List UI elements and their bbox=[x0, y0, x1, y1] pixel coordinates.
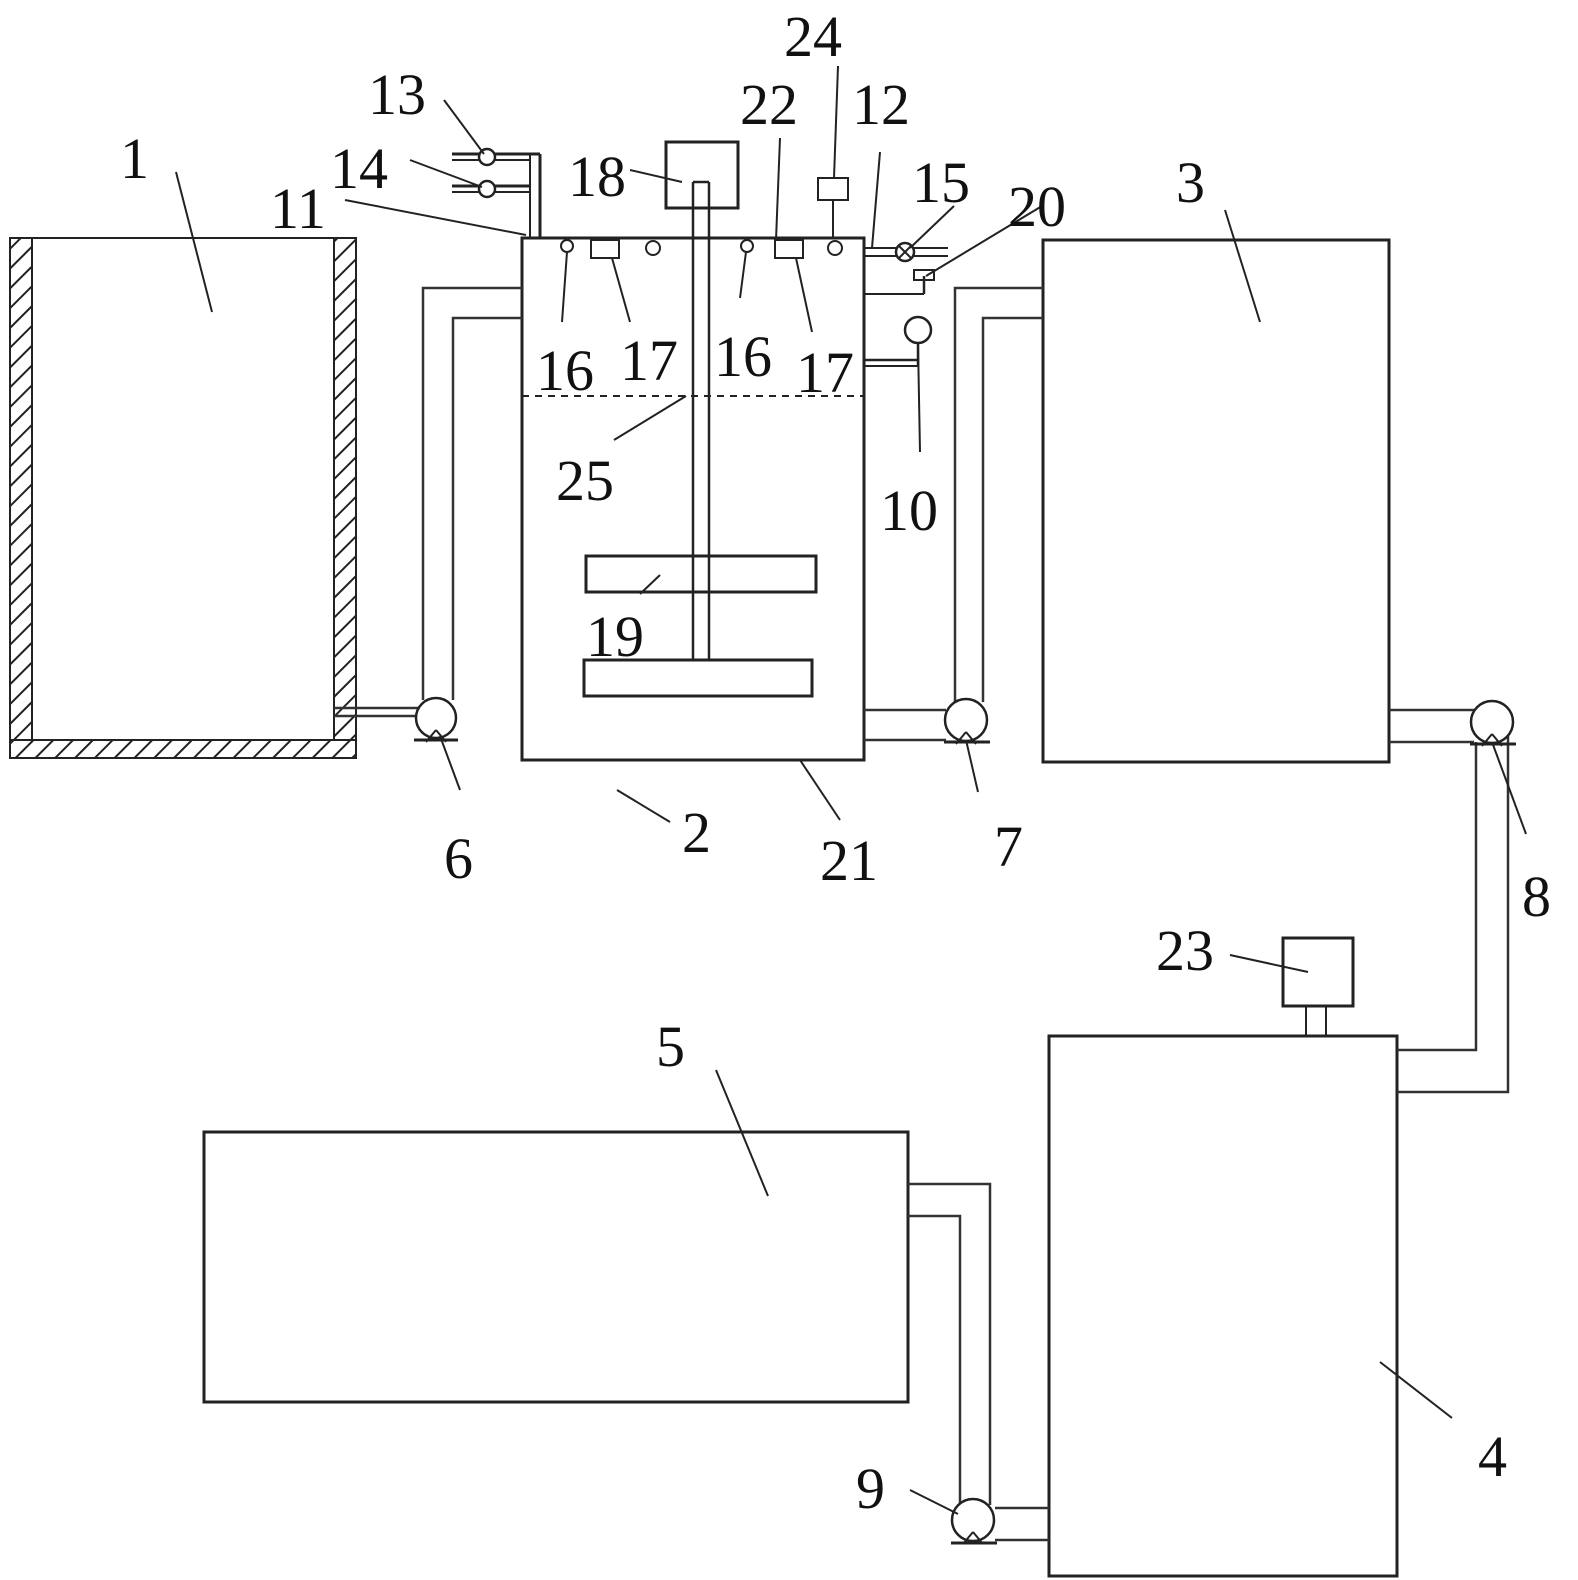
pump-9 bbox=[950, 1497, 996, 1543]
pump-6 bbox=[414, 696, 458, 740]
gas-inlet-lines bbox=[452, 147, 542, 238]
tank-3 bbox=[1041, 238, 1391, 764]
sensor-24 bbox=[817, 177, 849, 238]
label-7: 7 bbox=[994, 814, 1023, 879]
part-labels: 1 2 3 4 5 6 7 8 9 10 11 12 13 14 15 16 1… bbox=[120, 4, 1551, 1521]
label-25: 25 bbox=[556, 448, 614, 513]
tank-1 bbox=[9, 237, 357, 759]
probe-17-right bbox=[774, 239, 804, 259]
label-23: 23 bbox=[1156, 918, 1214, 983]
impeller-upper bbox=[584, 554, 818, 594]
sensor-16-right bbox=[740, 239, 754, 253]
pump-7 bbox=[943, 697, 989, 743]
label-17-right: 17 bbox=[796, 340, 854, 405]
label-8: 8 bbox=[1522, 864, 1551, 929]
tank-4 bbox=[1047, 936, 1399, 1578]
label-6: 6 bbox=[444, 826, 473, 891]
label-3: 3 bbox=[1176, 150, 1205, 215]
gauge-10 bbox=[864, 315, 933, 367]
outlet-pipe-12 bbox=[864, 241, 948, 263]
sensor-16-left bbox=[560, 239, 574, 253]
pipe-pump-9 bbox=[908, 1182, 1049, 1545]
pipe-pump-6 bbox=[334, 286, 522, 743]
pump-8 bbox=[1469, 699, 1515, 745]
label-4: 4 bbox=[1478, 1424, 1507, 1489]
label-13: 13 bbox=[368, 62, 426, 127]
device-23 bbox=[1281, 936, 1355, 1008]
label-5: 5 bbox=[656, 1014, 685, 1079]
label-9: 9 bbox=[856, 1456, 885, 1521]
label-19: 19 bbox=[586, 604, 644, 669]
label-21: 21 bbox=[820, 828, 878, 893]
label-10: 10 bbox=[880, 478, 938, 543]
leader-lines bbox=[175, 65, 1527, 1515]
label-18: 18 bbox=[568, 144, 626, 209]
label-16-left: 16 bbox=[536, 338, 594, 403]
label-20: 20 bbox=[1008, 174, 1066, 239]
pipe-pump-8 bbox=[1389, 699, 1516, 1094]
label-14: 14 bbox=[330, 136, 388, 201]
label-12: 12 bbox=[852, 72, 910, 137]
label-24: 24 bbox=[784, 4, 842, 69]
port-circle bbox=[645, 240, 661, 256]
valve-14 bbox=[477, 179, 497, 199]
label-17-left: 17 bbox=[620, 328, 678, 393]
label-2: 2 bbox=[682, 800, 711, 865]
label-15: 15 bbox=[912, 150, 970, 215]
motor-18 bbox=[664, 140, 740, 210]
label-22: 22 bbox=[740, 72, 798, 137]
pipe-pump-7 bbox=[864, 286, 1043, 745]
sensor-20 bbox=[864, 269, 935, 295]
label-11: 11 bbox=[270, 176, 326, 241]
port-circle bbox=[827, 240, 843, 256]
label-16-right: 16 bbox=[714, 324, 772, 389]
probe-17-left bbox=[590, 239, 620, 259]
label-1: 1 bbox=[120, 126, 149, 191]
impeller-lower bbox=[582, 658, 814, 698]
tank-5 bbox=[202, 1130, 910, 1404]
reactor-2 bbox=[520, 140, 866, 762]
